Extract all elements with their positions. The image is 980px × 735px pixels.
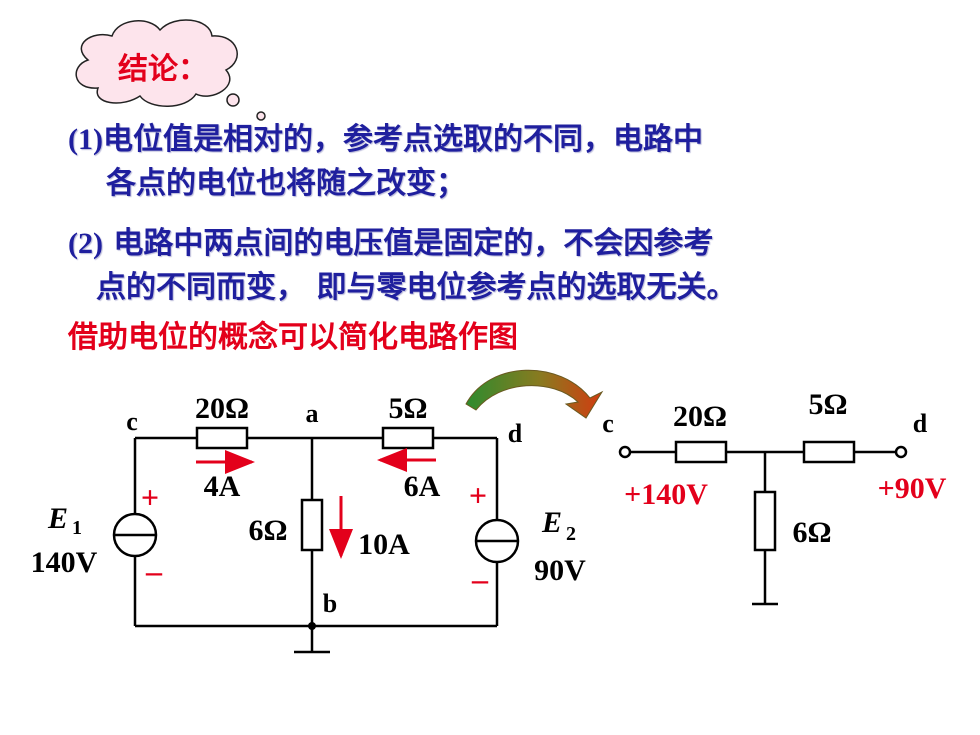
e2-minus: –: [471, 561, 489, 597]
conclusion-1-line-1: 电位值是相对的，参考点选取的不同，电路中: [102, 122, 703, 157]
right-circuit-wires: [630, 450, 896, 606]
right-r1-label: 20Ω: [673, 400, 727, 433]
node-b-dot: [308, 622, 316, 630]
e2-subscript: 2: [566, 523, 576, 545]
right-node-c-label: c: [602, 409, 614, 438]
conclusion-2: (2) 电路中两点间的电压值是固定的，不会因参考 点的不同而变， 即与零电位参考…: [68, 222, 736, 310]
potential-d-label: +90V: [878, 472, 947, 505]
i2-label: 6A: [404, 470, 441, 503]
e2-value: 90V: [534, 554, 586, 587]
node-a-label: a: [306, 399, 319, 428]
right-resistor-6-ohm: [753, 490, 777, 552]
node-d-label: d: [508, 419, 523, 448]
resistor-5-ohm: [381, 426, 435, 450]
r3-label: 6Ω: [248, 514, 287, 547]
e2-name: E: [541, 506, 562, 539]
terminal-c: [618, 445, 632, 459]
e1-name: E: [47, 502, 68, 535]
e1-value: 140V: [31, 546, 98, 579]
node-b-label: b: [323, 589, 337, 618]
e1-subscript: 1: [72, 517, 82, 539]
callout-label: 结论：: [118, 52, 208, 87]
resistor-6-ohm: [300, 498, 324, 552]
r1-label: 20Ω: [195, 392, 249, 425]
conclusion-1-line-2: 各点的电位也将随之改变；: [106, 166, 466, 201]
highlight-line: 借助电位的概念可以简化电路作图: [68, 320, 518, 355]
e1-plus: +: [141, 479, 159, 515]
callout-tail-dot-large: [226, 93, 240, 107]
transform-arrow-icon: [465, 369, 604, 419]
callout-bubble-shape: [75, 19, 238, 107]
right-r3-label: 6Ω: [792, 516, 831, 549]
conclusion-1: (1)电位值是相对的，参考点选取的不同，电路中 各点的电位也将随之改变；: [68, 118, 703, 206]
e1-minus: –: [145, 553, 163, 589]
right-resistor-5-ohm: [802, 440, 856, 464]
conclusion-2-number: (2): [68, 227, 103, 260]
i3-label: 10A: [358, 528, 410, 561]
conclusion-2-line-1: 电路中两点间的电压值是固定的，不会因参考: [102, 226, 714, 261]
potential-c-label: +140V: [624, 478, 708, 511]
conclusion-2-line-2: 点的不同而变， 即与零电位参考点的选取无关。: [96, 270, 737, 305]
conclusion-1-number: (1): [68, 123, 103, 156]
r2-label: 5Ω: [388, 392, 427, 425]
right-r2-label: 5Ω: [808, 388, 847, 421]
right-resistor-20-ohm: [674, 440, 728, 464]
resistor-20-ohm: [195, 426, 249, 450]
e2-plus: +: [469, 477, 487, 513]
callout-tail-dot-small: [256, 111, 266, 121]
right-node-d-label: d: [913, 409, 928, 438]
node-c-label: c: [126, 407, 138, 436]
terminal-d: [894, 445, 908, 459]
i1-label: 4A: [204, 470, 241, 503]
